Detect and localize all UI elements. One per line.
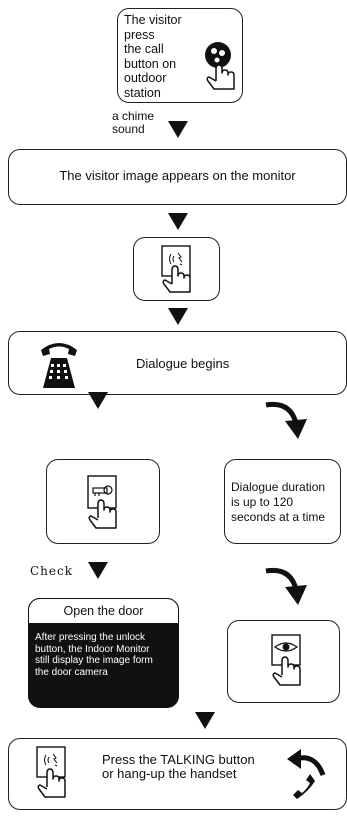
flow-arrow-2 bbox=[168, 213, 188, 230]
talk-button-press-icon-final bbox=[36, 746, 66, 798]
dialogue-duration-text: Dialogue duration is up to 120 seconds a… bbox=[231, 480, 326, 524]
dialogue-begins-box: Dialogue begins bbox=[8, 331, 347, 395]
flow-arrow-final bbox=[195, 712, 215, 729]
chime-label: a chime sound bbox=[112, 109, 155, 136]
check-label: Check bbox=[30, 564, 74, 578]
curved-arrow-right-branch bbox=[265, 401, 307, 439]
call-button-press-icon bbox=[205, 42, 235, 90]
press-talking-text: Press the TALKING button or hang-up the … bbox=[102, 752, 255, 781]
telephone-icon bbox=[41, 343, 77, 388]
flow-arrow-check bbox=[88, 562, 108, 579]
talk-button-press-icon bbox=[161, 245, 191, 293]
open-door-body: After pressing the unlock button, the In… bbox=[35, 632, 153, 678]
flow-arrow-3 bbox=[168, 308, 188, 325]
image-appears-box: The visitor image appears on the monitor bbox=[8, 149, 347, 205]
curved-arrow-right-lower bbox=[265, 567, 307, 605]
dialogue-begins-text: Dialogue begins bbox=[136, 356, 230, 371]
flow-arrow-left-branch bbox=[88, 392, 108, 409]
image-appears-text: The visitor image appears on the monitor bbox=[59, 168, 296, 183]
flow-arrow-1 bbox=[168, 121, 188, 138]
dialogue-duration-box: Dialogue duration is up to 120 seconds a… bbox=[224, 459, 341, 544]
monitor-button-box bbox=[227, 620, 340, 703]
talk-button-box bbox=[133, 237, 220, 301]
visitor-press-text: The visitor press the call button on out… bbox=[124, 13, 182, 100]
unlock-button-press-icon bbox=[87, 475, 117, 529]
open-door-header: Open the door bbox=[28, 598, 179, 624]
unlock-button-box bbox=[46, 459, 160, 544]
open-door-box: Open the door After pressing the unlock … bbox=[28, 598, 179, 708]
open-door-title: Open the door bbox=[63, 604, 144, 618]
visitor-press-box: The visitor press the call button on out… bbox=[117, 8, 243, 103]
press-talking-box: Press the TALKING button or hang-up the … bbox=[8, 738, 347, 810]
monitor-button-press-icon bbox=[271, 634, 301, 686]
hang-up-handset-icon bbox=[287, 749, 326, 799]
